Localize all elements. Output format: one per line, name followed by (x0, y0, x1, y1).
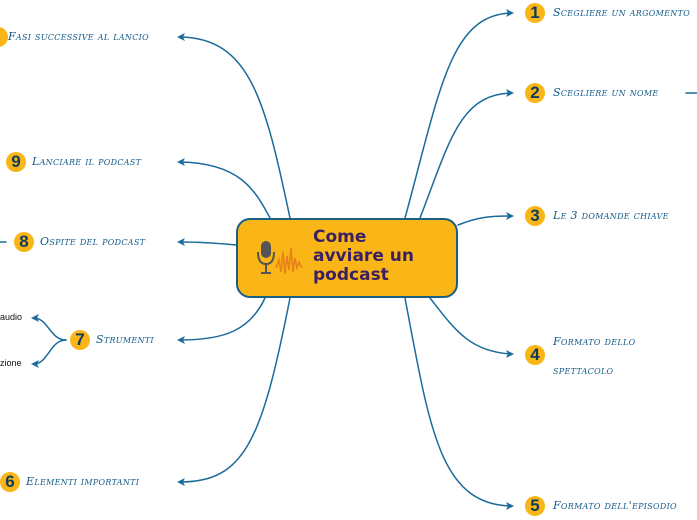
topic-fasi-label[interactable]: Fasi successive al lancio (8, 30, 149, 43)
connector-6 (179, 297, 291, 483)
arrow-1 (506, 9, 514, 17)
topic-8-number: 8 (14, 232, 34, 252)
topic-6-label[interactable]: Elementi importanti (26, 475, 140, 488)
arrow-7 (177, 336, 185, 344)
connector-8 (179, 241, 237, 246)
topic-4-label-line2: spettacolo (553, 364, 614, 377)
arrow-6 (177, 478, 185, 486)
connector-3 (457, 215, 513, 226)
topic-5-number: 5 (525, 496, 545, 516)
topic-4-number: 4 (525, 345, 545, 365)
arrow-9 (177, 158, 185, 166)
arrow-2 (506, 89, 514, 97)
topic-7-number: 7 (70, 330, 90, 350)
arrow-7-sub-a (31, 314, 39, 322)
topic-1-label[interactable]: Scegliere un argomento (553, 6, 691, 19)
connector-2 (419, 92, 513, 219)
microphone-waveform-icon (257, 241, 303, 275)
connector-5 (404, 297, 513, 507)
connector-9 (179, 161, 271, 219)
topic-5-label[interactable]: Formato dell'episodio (553, 499, 677, 512)
topic-2-number: 2 (525, 83, 545, 103)
topic-3-label[interactable]: Le 3 domande chiave (553, 209, 669, 222)
topic-6-number: 6 (0, 472, 20, 492)
arrow-7-sub-b (31, 360, 39, 368)
topic-fasi-number (0, 27, 8, 47)
arrow-3 (506, 212, 514, 220)
topic-1-number: 1 (525, 3, 545, 23)
central-title: Come avviare un podcast (313, 227, 414, 285)
topic-7-sub-zione[interactable]: zione (0, 358, 22, 368)
topic-7-sub-audio[interactable]: audio (0, 312, 23, 322)
connector-1 (404, 12, 513, 219)
connector-7-sub-a (33, 317, 67, 341)
arrow-4 (506, 350, 514, 358)
arrow-fasi (177, 33, 185, 41)
topic-7-label[interactable]: Strumenti (96, 333, 154, 346)
arrow-8 (177, 238, 185, 246)
topic-9-number: 9 (6, 152, 26, 172)
arrow-5 (506, 502, 514, 510)
topic-8-label[interactable]: Ospite del podcast (40, 235, 146, 248)
connector-fasi (179, 36, 291, 219)
connector-7 (179, 297, 266, 341)
central-topic[interactable]: Come avviare un podcast (236, 218, 458, 298)
connector-4 (429, 297, 513, 355)
topic-2-label[interactable]: Scegliere un nome (553, 86, 659, 99)
topic-9-label[interactable]: Lanciare il podcast (32, 155, 142, 168)
topic-3-number: 3 (525, 206, 545, 226)
topic-4-label[interactable]: Formato dello (553, 335, 636, 348)
